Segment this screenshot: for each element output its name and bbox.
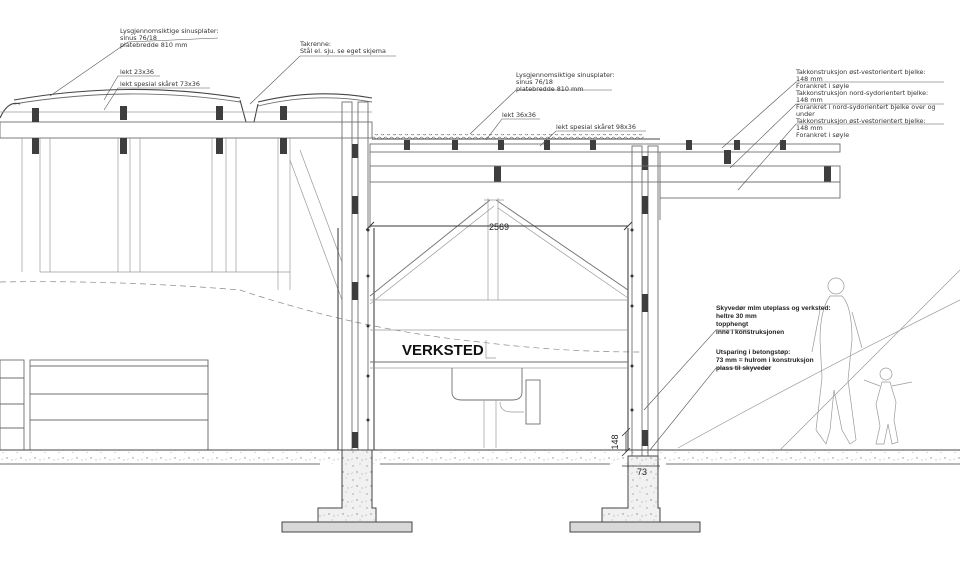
slope-line [677, 299, 960, 449]
roof-beam-middle [369, 165, 841, 183]
ground-slab [0, 449, 960, 465]
svg-text:sinus 76/18: sinus 76/18 [516, 78, 553, 86]
annotation-roof-construction: Takkonstruksjon øst-vestorientert bjelke… [795, 68, 936, 139]
svg-text:148 mm: 148 mm [796, 75, 823, 83]
annotation-lekt-left-2: lekt spesial skåret 73x36 [120, 79, 200, 88]
annotation-roof-right: Lysgjennomsiktige sinusplater: sinus 76/… [516, 71, 615, 93]
svg-text:Takkonstruksjon øst-vestorient: Takkonstruksjon øst-vestorientert bjelke… [795, 68, 926, 76]
svg-text:Takrenne:: Takrenne: [299, 40, 331, 48]
svg-text:sinus 76/18: sinus 76/18 [120, 34, 157, 42]
height-dimension-text: 148 [610, 434, 620, 449]
left-purlins [32, 106, 287, 154]
left-shelving [0, 359, 209, 451]
left-roof-sheet-1 [13, 88, 241, 101]
svg-text:platebredde 810 mm: platebredde 810 mm [516, 85, 583, 93]
terrain-line [0, 281, 641, 353]
room-label: VERKSTED [402, 342, 484, 359]
annotation-recess: Utsparing i betongstøp: 73 mm = hulrom i… [716, 349, 814, 372]
svg-text:Forankret i søyle: Forankret i søyle [796, 131, 849, 139]
roof-beam-lower [659, 181, 841, 199]
svg-text:inne i konstruksjonen: inne i konstruksjonen [716, 329, 784, 336]
annotation-lekt-left-1: lekt 23x36 [120, 68, 154, 76]
svg-text:Skyvedør mlm uteplass og verks: Skyvedør mlm uteplass og verksted: [716, 305, 831, 312]
svg-text:topphengt: topphengt [716, 321, 749, 328]
svg-text:Forankret i søyle: Forankret i søyle [796, 82, 849, 90]
corrugated-sheet [372, 134, 644, 139]
left-column [337, 101, 375, 455]
annotation-roof-left: Lysgjennomsiktige sinusplater: sinus 76/… [120, 27, 219, 49]
annotation-lekt-right-2: lekt spesial skåret 98x36 [556, 122, 636, 131]
foundation-right [569, 455, 701, 533]
svg-text:73 mm = hulrom i konstruksjon: 73 mm = hulrom i konstruksjon [716, 357, 814, 364]
svg-text:Takkonstruksjon øst-vestorient: Takkonstruksjon øst-vestorientert bjelke… [795, 117, 926, 125]
svg-text:under: under [796, 110, 815, 118]
child-figure [863, 367, 913, 445]
svg-text:Takkonstruksjon nord-sydorient: Takkonstruksjon nord-sydorientert bjelke… [795, 89, 928, 97]
svg-text:Stål el. sju. se eget skjema: Stål el. sju. se eget skjema [300, 46, 386, 55]
svg-text:heltre 30 mm: heltre 30 mm [716, 313, 757, 320]
left-roof-sheet-2 [257, 93, 373, 103]
svg-text:Lysgjennomsiktige sinusplater:: Lysgjennomsiktige sinusplater: [120, 27, 219, 35]
height-dimension: 148 [610, 427, 631, 457]
svg-text:Utsparing i betongstøp:: Utsparing i betongstøp: [716, 349, 790, 356]
adult-figure [811, 277, 863, 445]
gutter [239, 99, 259, 123]
roof-beam-top [369, 143, 841, 153]
span-dimension-text: 2569 [489, 222, 509, 232]
svg-text:Lysgjennomsiktige sinusplater:: Lysgjennomsiktige sinusplater: [516, 71, 615, 79]
right-column [627, 145, 659, 457]
svg-text:plass til skyvedør: plass til skyvedør [716, 365, 772, 372]
svg-text:Forankret i nord-sydorientert: Forankret i nord-sydorientert bjelke ove… [796, 103, 936, 111]
sink [451, 340, 541, 448]
recess-dimension: 73 [622, 462, 660, 477]
svg-text:platebredde 810 mm: platebredde 810 mm [120, 41, 187, 49]
foundation-left [281, 449, 413, 533]
svg-text:148 mm: 148 mm [796, 124, 823, 132]
annotation-sliding-door: Skyvedør mlm uteplass og verksted: heltr… [716, 305, 831, 336]
recess-dimension-text: 73 [637, 467, 647, 477]
right-purlins [404, 140, 831, 182]
svg-text:148 mm: 148 mm [796, 96, 823, 104]
span-dimension: 2569 [365, 221, 633, 232]
left-structure [0, 88, 641, 451]
left-main-beam [0, 121, 373, 139]
annotation-lekt-right-1: lekt 36x36 [502, 111, 536, 119]
annotation-gutter: Takrenne: Stål el. sju. se eget skjema [299, 40, 386, 55]
left-framing [21, 138, 343, 301]
leader-lines [49, 37, 944, 451]
right-roof [369, 134, 841, 228]
